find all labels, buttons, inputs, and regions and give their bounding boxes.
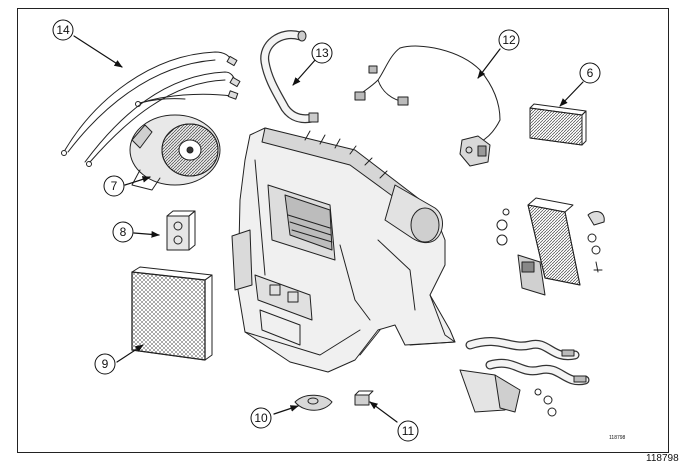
callout-9: 9 — [94, 353, 116, 375]
part-sensor — [354, 390, 374, 406]
callout-7: 7 — [103, 175, 125, 197]
callout-14: 14 — [52, 19, 74, 41]
part-cabin-filter — [131, 266, 213, 361]
part-cables — [61, 51, 241, 167]
part-expansion-valve — [166, 210, 196, 251]
callout-8: 8 — [112, 221, 134, 243]
svg-text:12: 12 — [502, 33, 516, 47]
part-heater-matrix-assembly — [496, 197, 605, 296]
part-wiring-harness — [354, 45, 501, 167]
figure-id-small: 118798 — [609, 435, 626, 441]
part-heater-element — [529, 103, 587, 146]
callout-11: 11 — [397, 420, 419, 442]
svg-text:8: 8 — [120, 225, 127, 239]
svg-text:7: 7 — [111, 179, 118, 193]
part-pipe-assembly — [459, 337, 590, 417]
callout-10: 10 — [250, 407, 272, 429]
svg-text:10: 10 — [254, 411, 268, 425]
part-blower-fan — [129, 114, 221, 191]
part-hose — [260, 30, 319, 124]
callout-12: 12 — [498, 29, 520, 51]
callout-6: 6 — [579, 62, 601, 84]
svg-text:11: 11 — [402, 424, 415, 438]
callout-13: 13 — [311, 42, 333, 64]
svg-text:9: 9 — [102, 357, 109, 371]
figure-id: 118798 — [646, 453, 679, 464]
svg-text:14: 14 — [56, 23, 70, 37]
leader-lines — [73, 35, 584, 423]
part-flap-cover — [294, 394, 333, 411]
svg-text:6: 6 — [587, 66, 594, 80]
svg-text:13: 13 — [315, 46, 329, 60]
part-hvac-housing — [231, 127, 456, 373]
